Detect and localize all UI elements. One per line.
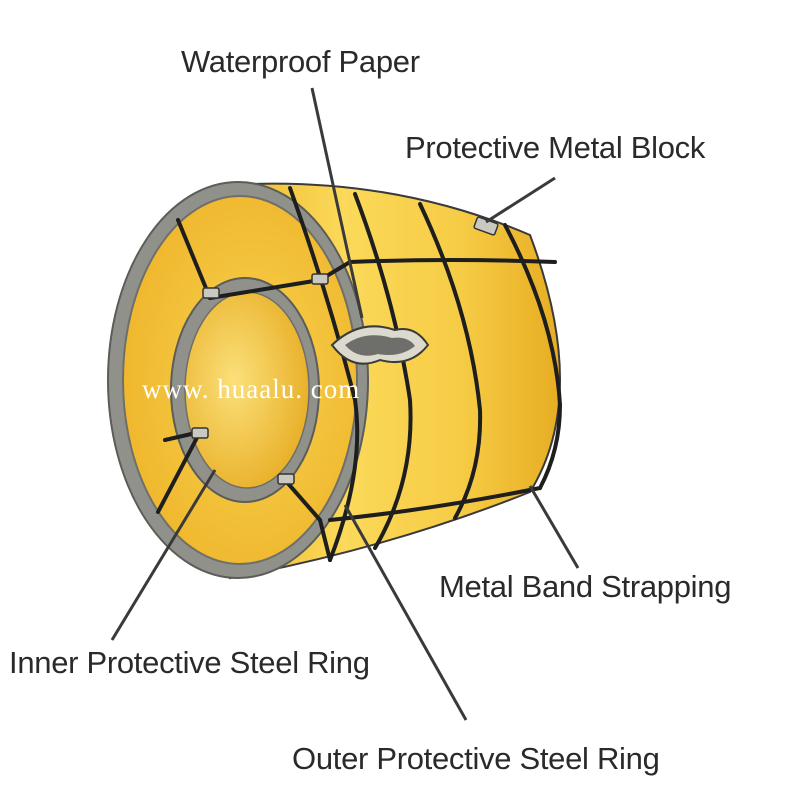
label-waterproof-paper: Waterproof Paper	[181, 44, 420, 79]
label-outer-protective-steel-ring: Outer Protective Steel Ring	[292, 741, 660, 776]
label-protective-metal-block: Protective Metal Block	[405, 130, 706, 165]
metal-band-strapping	[288, 186, 563, 562]
label-metal-band-strapping: Metal Band Strapping	[439, 569, 732, 604]
watermark-text: www. huaalu. com	[142, 374, 361, 404]
label-inner-protective-steel-ring: Inner Protective Steel Ring	[9, 645, 370, 680]
protective-metal-blocks	[191, 216, 499, 485]
waterproof-paper-cutout	[330, 325, 430, 365]
leader-lines	[110, 87, 580, 721]
